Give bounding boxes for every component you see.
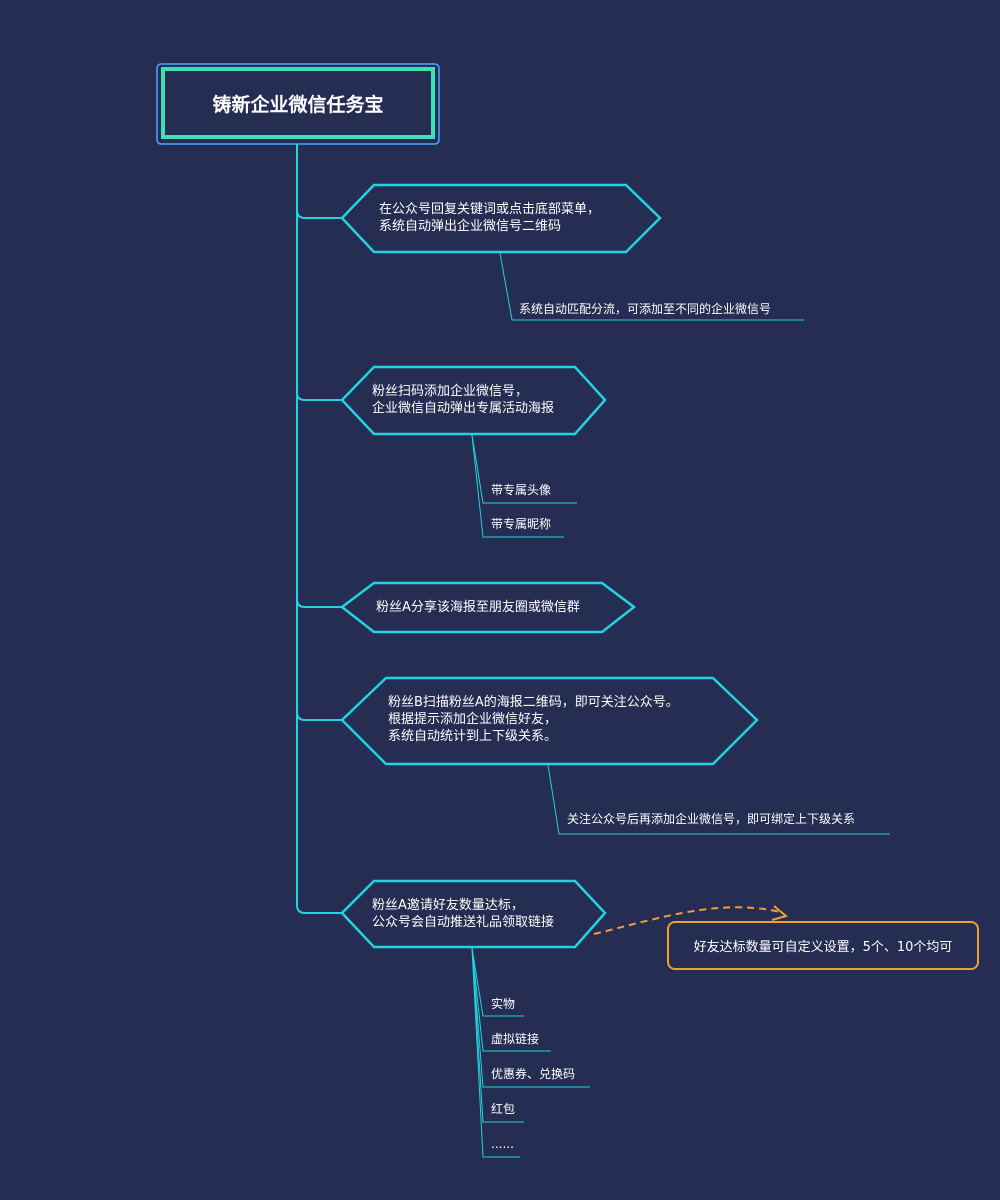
branch-4 <box>296 711 342 721</box>
step-5-sub-1: 实物 <box>491 997 516 1011</box>
step-5-sub-5: ...... <box>491 1137 514 1151</box>
step-5-sub-2: 虚拟链接 <box>491 1032 540 1046</box>
step-5-sub-4: 红包 <box>491 1102 516 1116</box>
branch-1 <box>296 209 342 219</box>
root-inner-frame <box>161 67 435 139</box>
step-2-sub-connector-1 <box>471 434 577 504</box>
main-trunk <box>296 144 342 914</box>
step-5-sub-connector-2 <box>471 947 551 1052</box>
step-1-shape <box>340 183 662 254</box>
step-5-sub-3: 优惠券、兑换码 <box>491 1067 576 1081</box>
step-4-shape <box>340 676 759 766</box>
step-3-shape <box>339 581 637 634</box>
step-2-shape <box>340 365 607 436</box>
step-5-text: 粉丝A邀请好友数量达标， 公众号会自动推送礼品领取链接 <box>372 898 555 930</box>
step-4-text: 粉丝B扫描粉丝A的海报二维码，即可关注公众号。 根据提示添加企业微信好友， 系统… <box>388 695 679 744</box>
callout-box: 好友达标数量可自定义设置，5个、10个均可 <box>667 921 979 970</box>
step-2-sub-1: 带专属头像 <box>491 483 552 497</box>
step-1-sub-1: 系统自动匹配分流，可添加至不同的企业微信号 <box>519 302 772 316</box>
branch-2 <box>296 392 342 401</box>
step-5-sub-connector-4 <box>471 947 524 1123</box>
callout-arrow <box>593 906 781 935</box>
step-3-text: 粉丝A分享该海报至朋友圈或微信群 <box>376 600 580 615</box>
callout-arrow-head <box>771 905 789 921</box>
root-title: 铸新企业微信任务宝 <box>212 93 384 116</box>
step-5-sub-connector-1 <box>471 947 524 1017</box>
step-1-sub-connector-1 <box>499 252 804 321</box>
step-4-sub-connector-1 <box>547 764 890 835</box>
step-2-sub-2: 带专属昵称 <box>491 517 552 531</box>
step-1-text: 在公众号回复关键词或点击底部菜单， 系统自动弹出企业微信号二维码 <box>379 202 601 234</box>
callout-text: 好友达标数量可自定义设置，5个、10个均可 <box>693 940 953 955</box>
step-4-sub-1: 关注公众号后再添加企业微信号，即可绑定上下级关系 <box>567 812 856 826</box>
step-5-sub-connector-5 <box>471 947 520 1158</box>
step-5-shape <box>340 879 607 949</box>
step-5-sub-connector-3 <box>471 947 590 1088</box>
step-2-sub-connector-2 <box>471 434 564 538</box>
step-2-text: 粉丝扫码添加企业微信号， 企业微信自动弹出专属活动海报 <box>372 384 555 416</box>
branch-3 <box>296 598 342 608</box>
